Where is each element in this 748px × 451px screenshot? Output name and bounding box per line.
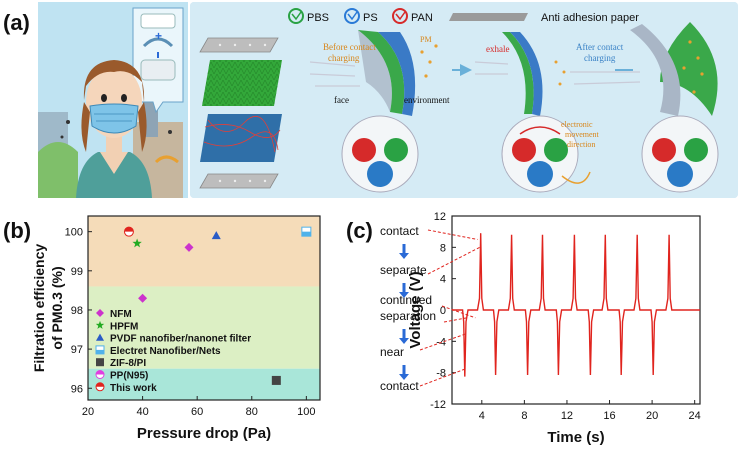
guide-line-2 (441, 305, 476, 319)
down-arrow-head-3 (399, 374, 409, 380)
legend-entry-4: ZIF-8/PI (110, 358, 146, 369)
x-axis-label: Time (s) (547, 429, 604, 446)
point-star (132, 238, 142, 248)
x-tick-label: 60 (191, 406, 203, 418)
down-arrow-head-2 (399, 338, 409, 344)
after-label-2: charging (584, 53, 616, 63)
guide-line-4 (419, 333, 468, 351)
mechanism-schematic: PBS PS PAN Anti adhesion paper (190, 2, 738, 198)
step-label-3: separation (380, 309, 436, 323)
background-band-1 (88, 286, 320, 369)
y-tick-label: -12 (430, 399, 446, 411)
guide-line-1 (427, 246, 480, 275)
y-axis-label-2: of PM0.3 (%) (49, 266, 65, 349)
guide-line-5 (419, 368, 467, 387)
legend-entry-3: Electret Nanofiber/Nets (110, 346, 221, 357)
y-tick-label: 97 (71, 344, 83, 356)
x-tick-label: 20 (82, 406, 94, 418)
x-tick-label: 8 (521, 410, 527, 422)
x-tick-label: 40 (136, 406, 148, 418)
background-band-0 (88, 216, 320, 287)
x-tick-label: 20 (646, 410, 658, 422)
down-arrow-head-0 (399, 253, 409, 259)
pm-label: PM (420, 35, 432, 44)
x-tick-label: 16 (603, 410, 615, 422)
y-tick-label: 12 (434, 211, 446, 223)
electronic-label-2: movement (565, 130, 600, 139)
environment-label: environment (404, 95, 450, 105)
point-halfcircle-fill (124, 227, 134, 232)
x-tick-label: 12 (561, 410, 573, 422)
down-arrow-head-1 (399, 292, 409, 298)
legend-entry-6: This work (110, 383, 157, 394)
legend-ps: PS (363, 12, 378, 24)
legend-marker-1 (95, 320, 105, 329)
legend-entry-0: NFM (110, 309, 132, 320)
step-label-4: near (380, 345, 404, 359)
y-tick-label: -8 (436, 368, 446, 380)
guide-line-3 (443, 317, 467, 323)
svg-text:+: + (155, 29, 162, 43)
step-label-0: contact (380, 224, 419, 238)
legend-pbs: PBS (307, 12, 329, 24)
y-axis-label-1: Filtration efficiency (31, 244, 47, 373)
point-square (271, 375, 281, 385)
step-label-2: continued (380, 293, 432, 307)
electronic-label-3: direction (567, 140, 595, 149)
after-label-1: After contact (576, 42, 624, 52)
legend-entry-2: PVDF nanofiber/nanonet filter (110, 334, 251, 345)
y-tick-label: 96 (71, 383, 83, 395)
point-triangle (211, 231, 221, 240)
legend-marker-3-fill (96, 349, 104, 354)
legend-marker-0 (96, 309, 104, 317)
panel-b-letter: (b) (3, 218, 32, 243)
point-halfsquare-fill (301, 231, 311, 237)
person-illustration: + (38, 2, 188, 198)
x-axis-label: Pressure drop (Pa) (137, 425, 271, 442)
before-label-1: Before contact (323, 42, 376, 52)
point-diamond (138, 293, 148, 303)
panel-c-letter: (c) (346, 218, 373, 243)
legend-entry-1: HPFM (110, 321, 138, 332)
x-tick-label: 4 (479, 410, 485, 422)
legend-marker-6-fill (96, 382, 104, 387)
step-label-5: contact (380, 379, 419, 393)
step-label-1: separate (380, 263, 427, 277)
background-band-2 (88, 368, 320, 400)
legend-marker-2 (96, 333, 104, 341)
legend-pan: PAN (411, 12, 433, 24)
plot-frame (87, 215, 321, 401)
legend-marker-4 (96, 358, 104, 367)
anti-adhesion-label: Anti adhesion paper (541, 12, 639, 24)
y-tick-label: 0 (440, 305, 446, 317)
x-tick-label: 80 (246, 406, 258, 418)
point-diamond (184, 242, 194, 252)
y-axis-label: Voltage (V) (407, 271, 424, 348)
x-tick-label: 100 (297, 406, 315, 418)
voltage-trace (452, 233, 700, 377)
legend-entry-5: PP(N95) (110, 371, 148, 382)
electronic-label-1: electronic (561, 120, 593, 129)
y-tick-label: 100 (65, 227, 83, 239)
legend-marker-5-fill (96, 370, 104, 375)
before-label-2: charging (328, 53, 360, 63)
face-label: face (334, 95, 349, 105)
x-tick-label: 24 (689, 410, 701, 422)
y-tick-label: 98 (71, 305, 83, 317)
y-tick-label: 8 (440, 242, 446, 254)
panel-a-letter: (a) (3, 10, 30, 35)
y-tick-label: 4 (440, 274, 446, 286)
y-tick-label: 99 (71, 266, 83, 278)
guide-line-0 (427, 229, 478, 240)
exhale-label: exhale (486, 44, 509, 54)
